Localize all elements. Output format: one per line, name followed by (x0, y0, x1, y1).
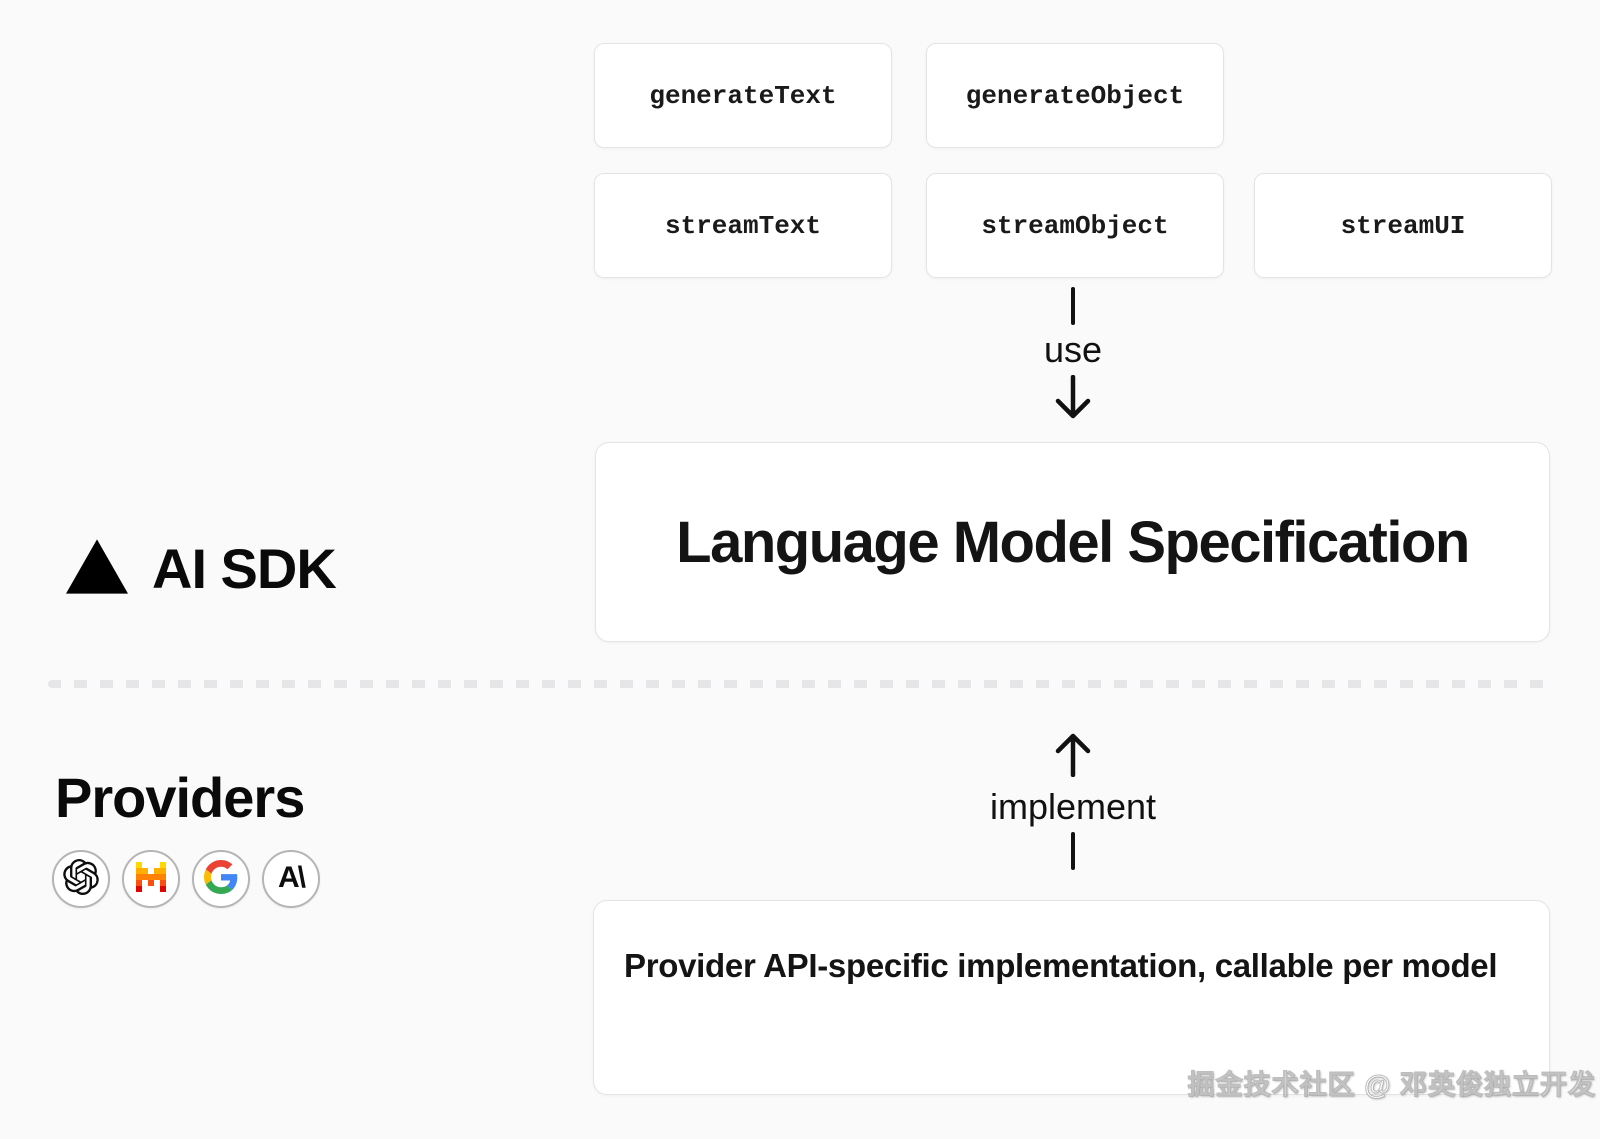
provider-box-text: Provider API-specific implementation, ca… (624, 947, 1498, 984)
arrow-up-icon (1051, 731, 1095, 782)
node-stream-text: streamText (594, 173, 892, 278)
node-language-model-specification: Language Model Specification (595, 442, 1550, 642)
arrow-down-icon (1051, 374, 1095, 426)
node-label: generateText (649, 80, 837, 111)
provider-icon-row: A\ (52, 850, 320, 908)
google-icon (204, 859, 238, 899)
node-label: streamText (664, 210, 822, 241)
use-label: use (1043, 329, 1103, 370)
node-provider-implementation: Provider API-specific implementation, ca… (593, 900, 1550, 1095)
provider-anthropic: A\ (262, 850, 320, 908)
vercel-triangle-icon (66, 538, 128, 599)
node-generate-text: generateText (594, 43, 892, 148)
node-stream-ui: streamUI (1254, 173, 1552, 278)
connector-stem (1071, 287, 1075, 325)
anthropic-icon: A\ (278, 861, 306, 894)
node-stream-object: streamObject (926, 173, 1224, 278)
node-generate-object: generateObject (926, 43, 1224, 148)
mistral-icon (136, 861, 166, 897)
implement-label: implement (989, 786, 1157, 827)
ai-sdk-logo: AI SDK (66, 536, 337, 601)
implement-connector: implement (990, 731, 1156, 870)
provider-openai (52, 850, 110, 908)
node-label: streamUI (1340, 210, 1466, 241)
connector-stem (1071, 831, 1075, 870)
providers-title: Providers (55, 766, 305, 829)
watermark: 掘金技术社区 @ 邓英俊独立开发 (1187, 1070, 1596, 1101)
spec-box-title: Language Model Specification (676, 509, 1470, 575)
node-label: streamObject (981, 210, 1169, 241)
node-label: generateObject (965, 80, 1185, 111)
provider-mistral (122, 850, 180, 908)
openai-icon (63, 858, 99, 900)
provider-google (192, 850, 250, 908)
use-connector: use (1013, 287, 1133, 426)
dashed-divider (48, 680, 1552, 688)
ai-sdk-label: AI SDK (152, 537, 337, 600)
